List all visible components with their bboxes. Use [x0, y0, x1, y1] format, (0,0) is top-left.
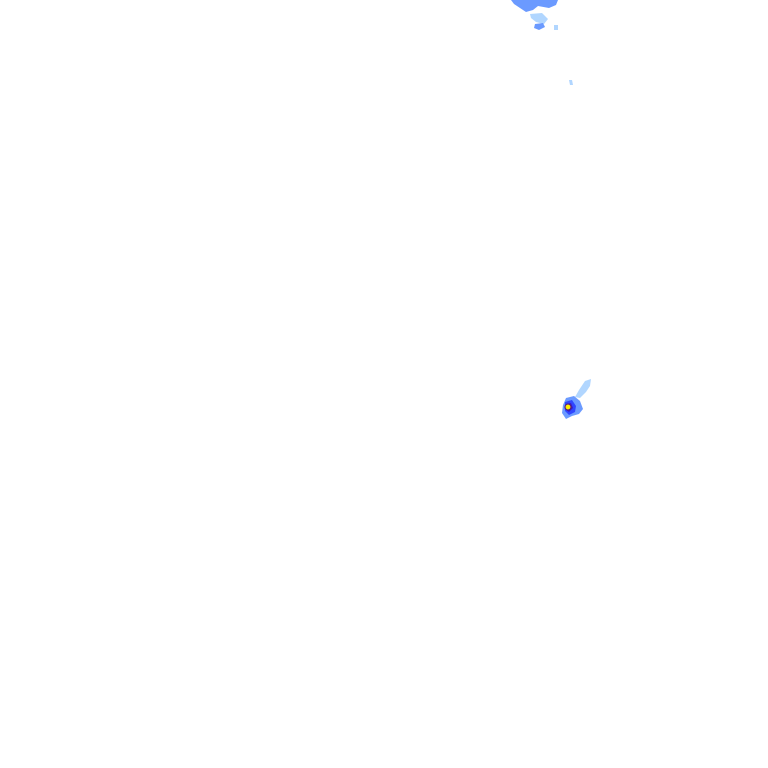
radar-echo-north-speck: [554, 25, 558, 30]
radar-echo-cluster-north: [511, 0, 573, 85]
radar-echo-north-light: [530, 13, 548, 24]
radar-echo-cluster-central: [562, 379, 591, 419]
radar-echo-north-dot: [534, 23, 545, 30]
radar-echo-north-main: [511, 0, 558, 12]
location-dot-icon[interactable]: [564, 403, 572, 411]
radar-echo-tail-light: [575, 379, 591, 398]
radar-echo-north-speck-2: [569, 80, 573, 85]
